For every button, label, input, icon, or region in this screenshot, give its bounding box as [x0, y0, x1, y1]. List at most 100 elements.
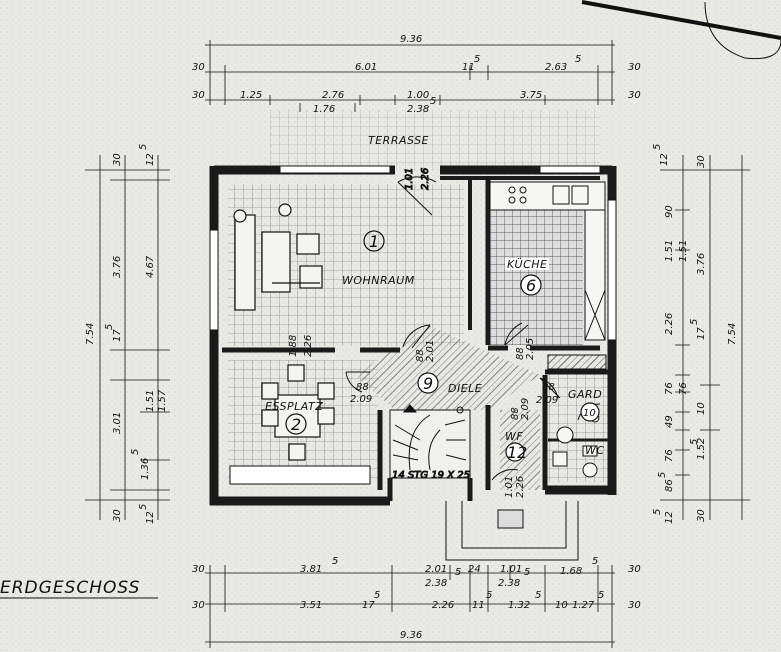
svg-text:1.36: 1.36 [140, 458, 151, 480]
svg-text:1.51: 1.51 [678, 240, 689, 262]
diele-label: DIELE [448, 382, 482, 395]
svg-text:30: 30 [628, 564, 641, 575]
wc-label: WC [585, 444, 605, 457]
svg-text:5: 5 [689, 439, 700, 445]
svg-text:2.01: 2.01 [425, 340, 436, 362]
svg-text:7.54: 7.54 [85, 323, 96, 345]
svg-text:5: 5 [130, 449, 141, 455]
sofa [234, 214, 256, 311]
svg-text:5: 5 [657, 472, 668, 478]
svg-text:5: 5 [524, 567, 530, 578]
svg-text:1.32: 1.32 [508, 600, 530, 611]
dims-left-text: 7.54 30 3.76 17 5 3.01 1.36 5 30 12 5 4.… [85, 144, 168, 524]
wf-label: WF [505, 430, 523, 443]
svg-text:12: 12 [664, 511, 675, 524]
svg-text:3.81: 3.81 [300, 564, 322, 575]
svg-text:5: 5 [689, 319, 700, 325]
svg-text:5: 5 [486, 590, 492, 601]
svg-text:2.38: 2.38 [407, 104, 429, 115]
dims-top-text: 9.36 30 6.01 11 5 2.63 5 30 30 1.25 2.76… [192, 34, 641, 115]
svg-text:17: 17 [362, 600, 375, 611]
terrasse-label: TERRASSE [368, 134, 429, 147]
svg-text:2.09: 2.09 [350, 394, 372, 405]
diele-floor [355, 325, 540, 410]
svg-text:88: 88 [510, 407, 521, 420]
svg-text:88: 88 [415, 349, 426, 362]
coffee-table [261, 231, 291, 293]
svg-text:1.00: 1.00 [407, 90, 429, 101]
svg-text:2.38: 2.38 [425, 578, 447, 589]
room-labels: 1 WOHNRAUM 2 ESSPLATZ KÜCHE 6 9 DIELE GA… [265, 230, 605, 462]
dining-table [274, 394, 321, 438]
svg-text:4.67: 4.67 [145, 255, 156, 278]
svg-text:1.51: 1.51 [664, 240, 675, 262]
wf-number: 12 [507, 443, 527, 462]
interior-walls [222, 176, 612, 490]
svg-text:1.57: 1.57 [157, 389, 168, 412]
svg-text:17: 17 [696, 327, 707, 340]
wohnraum-furniture [233, 203, 323, 311]
svg-text:30: 30 [192, 564, 205, 575]
gard-label: GARD [568, 388, 602, 401]
svg-text:1.27: 1.27 [572, 600, 595, 611]
svg-text:1.01: 1.01 [500, 564, 522, 575]
svg-text:1.76: 1.76 [313, 104, 335, 115]
dims-top [205, 40, 615, 112]
svg-text:86: 86 [664, 479, 675, 492]
kitchen-fittings [489, 181, 607, 370]
svg-text:3.76: 3.76 [696, 253, 707, 275]
svg-text:90: 90 [664, 205, 675, 218]
svg-text:10: 10 [696, 402, 707, 415]
kueche-label: KÜCHE [507, 258, 547, 271]
svg-text:2.26: 2.26 [432, 600, 454, 611]
svg-text:88: 88 [356, 382, 369, 393]
svg-text:10: 10 [555, 600, 568, 611]
svg-text:1.01: 1.01 [404, 168, 415, 190]
lamp-a [278, 203, 292, 217]
svg-text:1.88: 1.88 [288, 335, 299, 357]
svg-text:88: 88 [542, 382, 555, 393]
svg-text:1.51: 1.51 [145, 390, 156, 412]
svg-text:5: 5 [575, 54, 581, 65]
svg-text:3.76: 3.76 [112, 256, 123, 278]
svg-text:5: 5 [138, 504, 149, 510]
svg-text:2.63: 2.63 [545, 62, 567, 73]
svg-text:7.54: 7.54 [727, 323, 738, 345]
kueche-number: 6 [526, 276, 536, 295]
dims-right [660, 155, 750, 520]
windows [209, 165, 617, 485]
dims-bottom-text: 30 3.81 5 2.01 5 24 1.01 5 1.68 5 30 2.3… [192, 556, 641, 641]
svg-text:5: 5 [374, 590, 380, 601]
svg-text:6.01: 6.01 [355, 62, 377, 73]
svg-text:5: 5 [104, 324, 115, 330]
wohnraum-label: WOHNRAUM [342, 274, 415, 287]
svg-text:11: 11 [462, 62, 475, 73]
svg-text:2.26: 2.26 [303, 335, 314, 357]
essplatz-furniture [261, 364, 335, 461]
svg-text:12: 12 [145, 511, 156, 524]
svg-text:30: 30 [192, 90, 205, 101]
svg-text:3.51: 3.51 [300, 600, 322, 611]
wohnraum-number: 1 [369, 232, 379, 251]
dims-bottom [205, 565, 615, 648]
svg-text:3.75: 3.75 [520, 90, 542, 101]
svg-text:76: 76 [664, 382, 675, 395]
svg-text:2.38: 2.38 [498, 578, 520, 589]
svg-text:5: 5 [138, 144, 149, 150]
svg-text:5: 5 [598, 590, 604, 601]
svg-text:49: 49 [664, 415, 675, 428]
svg-text:2.05: 2.05 [525, 338, 536, 360]
dims-right-text: 12 5 90 1.51 2.26 76 49 76 86 5 12 5 30 … [652, 144, 738, 524]
armchair-b [299, 265, 323, 289]
svg-text:12: 12 [659, 153, 670, 166]
svg-text:24: 24 [468, 564, 481, 575]
svg-text:5: 5 [535, 590, 541, 601]
svg-text:1.01: 1.01 [504, 476, 515, 498]
svg-text:30: 30 [628, 62, 641, 73]
site-boundary [581, 0, 781, 60]
svg-text:30: 30 [192, 600, 205, 611]
svg-text:30: 30 [192, 62, 205, 73]
svg-text:12: 12 [145, 153, 156, 166]
diele-number: 9 [423, 374, 433, 393]
